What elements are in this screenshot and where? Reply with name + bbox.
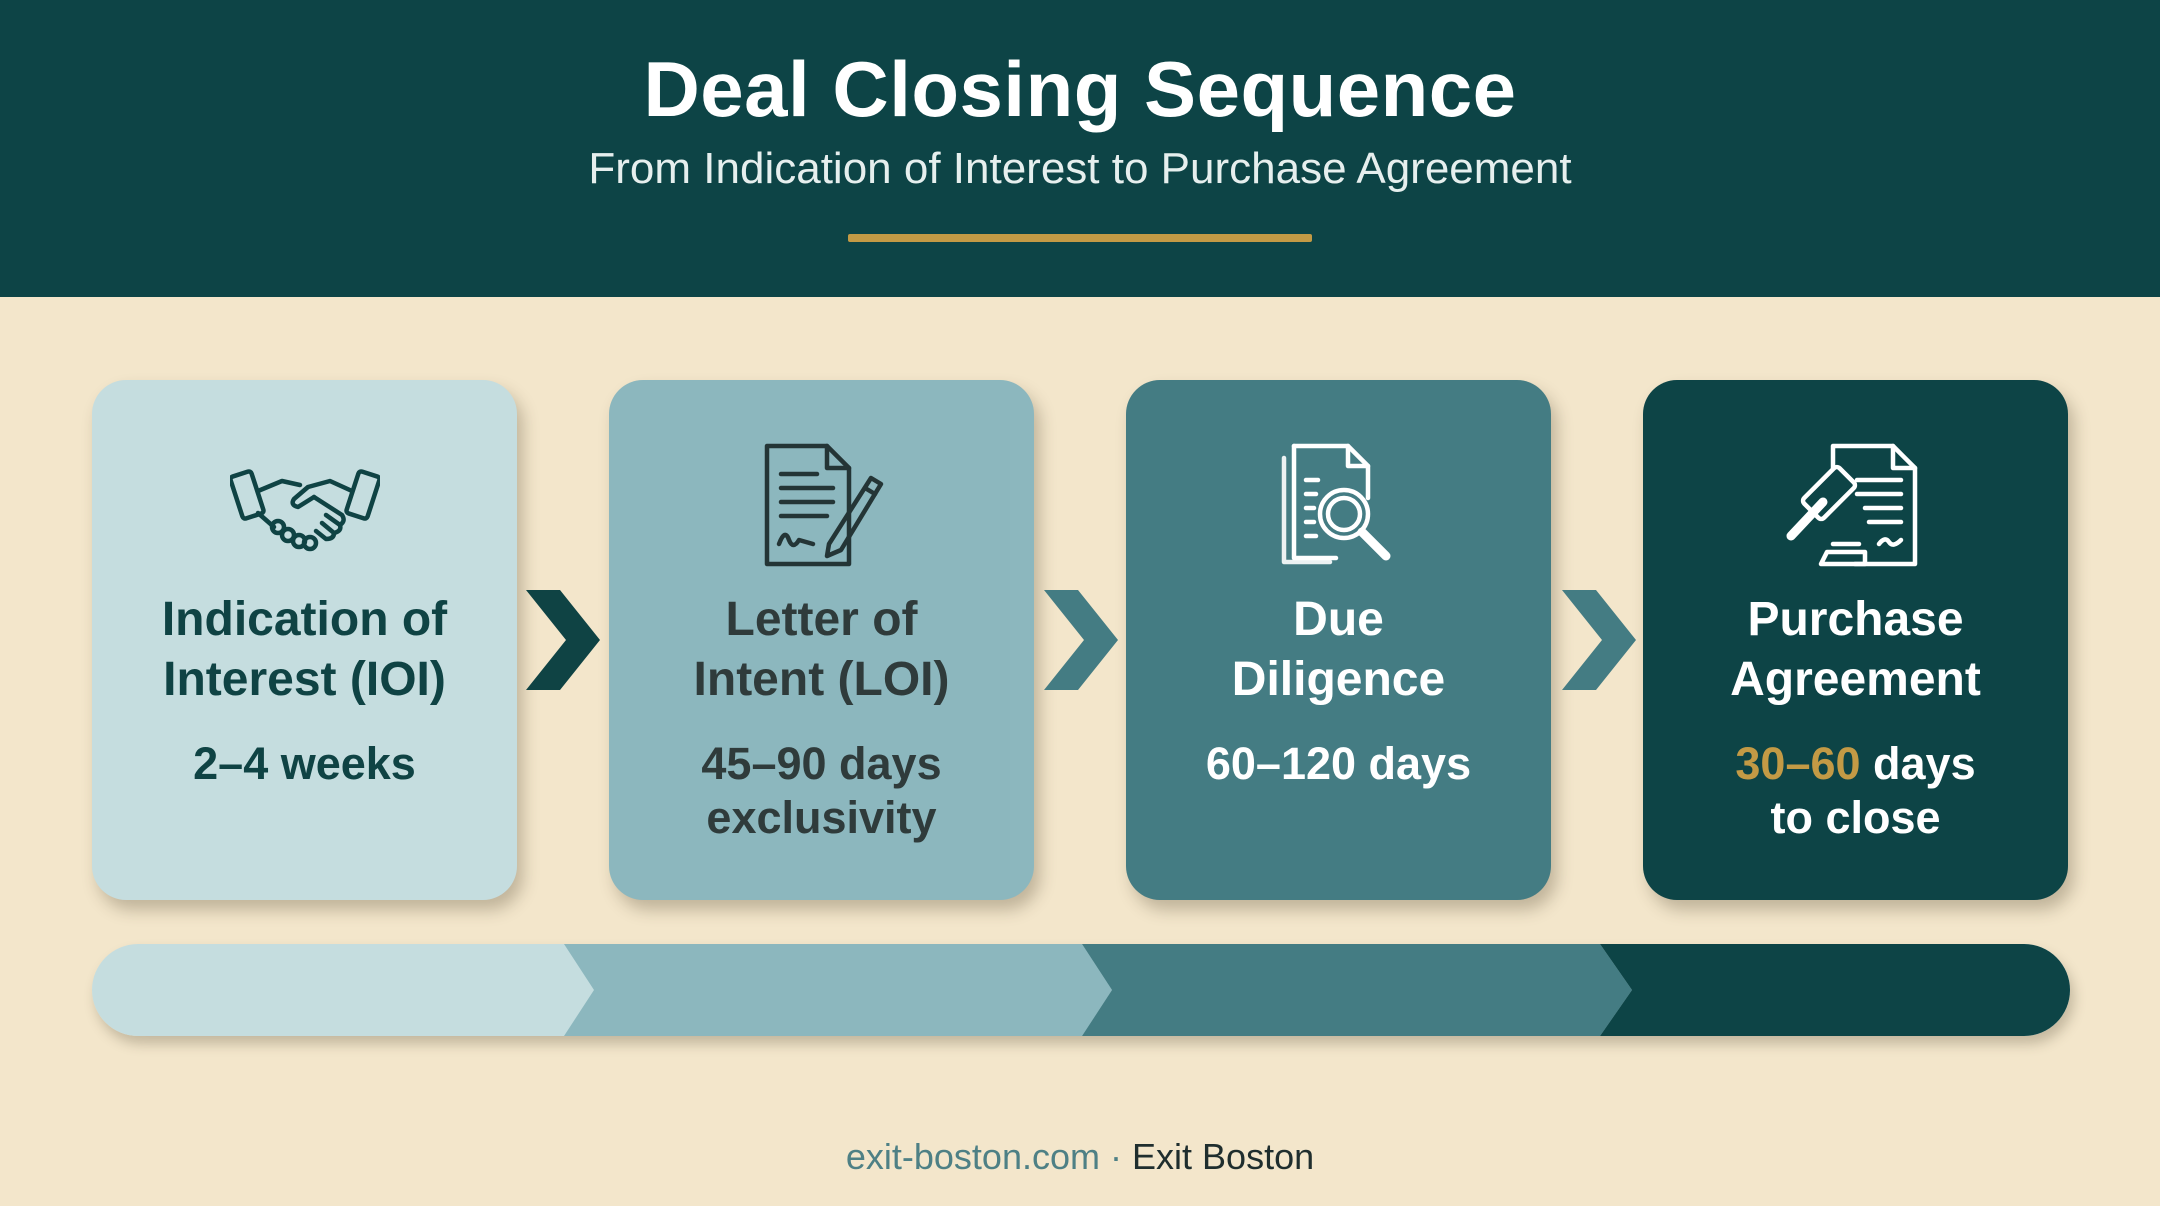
handshake-icon	[92, 430, 517, 580]
stage-duration-line2: to close	[1770, 792, 1941, 843]
stage-name-line2: Agreement	[1730, 653, 1981, 706]
stage-name-line2: Intent (LOI)	[693, 653, 950, 706]
footer: exit-boston.com · Exit Boston	[0, 1136, 2160, 1178]
page-title: Deal Closing Sequence	[643, 45, 1517, 133]
timeline-segment-2	[564, 944, 1112, 1036]
stage-name: Purchase Agreement	[1643, 590, 2068, 710]
duration-rest: days	[1860, 738, 1976, 789]
footer-site-link[interactable]: exit-boston.com	[845, 1136, 1100, 1177]
header-banner: Deal Closing Sequence From Indication of…	[0, 0, 2160, 297]
stage-card-loi: Letter of Intent (LOI) 45–90 days exclus…	[609, 380, 1034, 900]
chevron-right-icon	[526, 590, 600, 690]
timeline-bar	[92, 944, 2070, 1036]
stage-name-line2: Interest (IOI)	[163, 653, 446, 706]
page-subtitle: From Indication of Interest to Purchase …	[588, 144, 1572, 193]
chevron-right-icon	[1044, 590, 1118, 690]
stage-duration: 2–4 weeks	[92, 737, 517, 791]
stage-name: Letter of Intent (LOI)	[609, 590, 1034, 710]
stage-card-purchase-agreement: Purchase Agreement 30–60 days to close	[1643, 380, 2068, 900]
duration-highlight: 30–60	[1735, 738, 1861, 789]
document-search-icon	[1126, 430, 1551, 580]
stage-duration-line1: 2–4 weeks	[193, 738, 416, 789]
stage-duration: 45–90 days exclusivity	[609, 737, 1034, 845]
stage-name-line1: Indication of	[161, 593, 448, 646]
title-underline	[848, 234, 1312, 242]
stage-duration-line1: 30–60 days	[1643, 737, 2068, 791]
stage-duration: 60–120 days	[1126, 737, 1551, 791]
stage-name-line1: Purchase	[1747, 593, 1964, 646]
signed-document-icon	[609, 430, 1034, 580]
chevron-right-icon	[1562, 590, 1636, 690]
stage-card-ioi: Indication of Interest (IOI) 2–4 weeks	[92, 380, 517, 900]
timeline-segment-4	[1600, 944, 2070, 1036]
gavel-contract-icon	[1643, 430, 2068, 580]
stage-card-due-diligence: Due Diligence 60–120 days	[1126, 380, 1551, 900]
stage-duration-line2: exclusivity	[706, 792, 937, 843]
stage-name-line2: Diligence	[1231, 653, 1446, 706]
stage-duration-line1: 45–90 days	[701, 738, 942, 789]
stage-name-line1: Due	[1293, 593, 1384, 646]
stage-duration: 30–60 days to close	[1643, 737, 2068, 845]
footer-separator: ·	[1110, 1136, 1122, 1177]
footer-brand: Exit Boston	[1132, 1136, 1315, 1177]
timeline-segment-3	[1082, 944, 1632, 1036]
stage-name: Due Diligence	[1126, 590, 1551, 710]
stage-name: Indication of Interest (IOI)	[92, 590, 517, 710]
stage-name-line1: Letter of	[725, 593, 918, 646]
stage-duration-line1: 60–120 days	[1205, 738, 1472, 789]
